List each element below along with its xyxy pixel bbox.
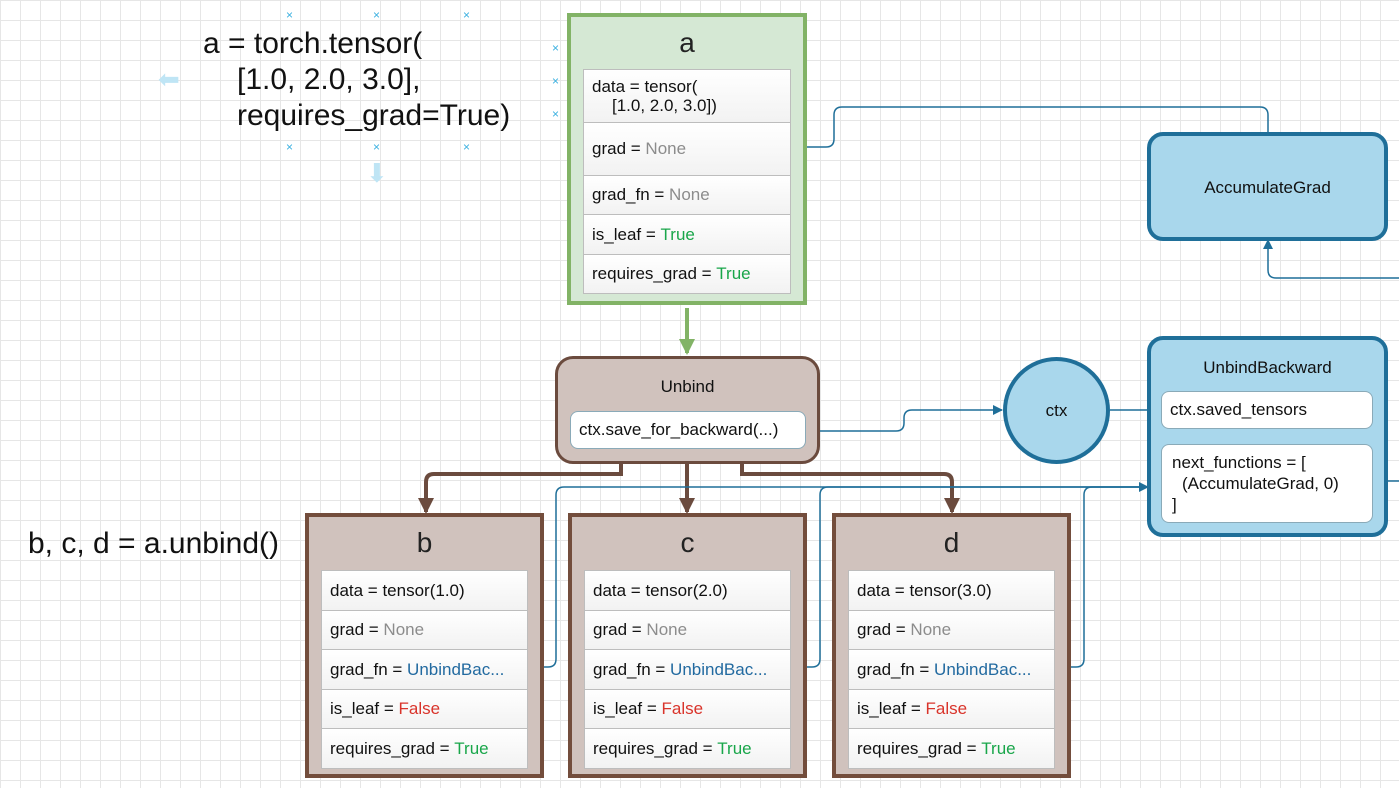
tensor-fields: data = tensor( [1.0, 2.0, 3.0]) grad = N…: [583, 69, 791, 294]
next-functions-field: next_functions = [ (AccumulateGrad, 0) ]: [1161, 444, 1373, 523]
unbind-op-node[interactable]: Unbind ctx.save_for_backward(...): [555, 356, 820, 464]
code-line: [1.0, 2.0, 3.0],: [237, 63, 421, 96]
tensor-title: c: [680, 527, 695, 558]
data-field: data = tensor( [1.0, 2.0, 3.0]): [584, 70, 790, 123]
node-title: UnbindBackward: [1203, 358, 1332, 377]
grad-field: grad = None: [849, 611, 1054, 650]
tensor-d-node[interactable]: d data = tensor(3.0) grad = None grad_fn…: [832, 513, 1071, 778]
unbind-backward-node[interactable]: UnbindBackward ctx.saved_tensors next_fu…: [1147, 336, 1388, 537]
tensor-title: b: [416, 527, 433, 558]
grad-fn-field: grad_fn = UnbindBac...: [585, 650, 790, 690]
arrow-down-icon[interactable]: ⬇: [366, 158, 388, 188]
data-field: data = tensor(3.0): [849, 571, 1054, 611]
tensor-a-node[interactable]: a data = tensor( [1.0, 2.0, 3.0]) grad =…: [567, 13, 807, 305]
is-leaf-field: is_leaf = False: [322, 690, 527, 729]
handle[interactable]: ×: [463, 140, 471, 154]
grad-field: grad = None: [322, 611, 527, 650]
tensor-title: a: [679, 27, 695, 58]
op-title: Unbind: [660, 377, 715, 396]
link-d-gradfn: [1058, 486, 1148, 668]
data-field: data = tensor(2.0): [585, 571, 790, 611]
tensor-fields: data = tensor(2.0) grad = None grad_fn =…: [584, 570, 791, 769]
accumulate-grad-node[interactable]: AccumulateGrad: [1147, 132, 1388, 241]
is-leaf-field: is_leaf = True: [584, 215, 790, 255]
tensor-fields: data = tensor(3.0) grad = None grad_fn =…: [848, 570, 1055, 769]
grad-field: grad = None: [585, 611, 790, 650]
handle[interactable]: ×: [373, 8, 381, 22]
requires-grad-field: requires_grad = True: [584, 255, 790, 293]
is-leaf-field: is_leaf = False: [585, 690, 790, 729]
grad-field: grad = None: [584, 123, 790, 176]
handle[interactable]: ×: [552, 74, 560, 88]
arrow-unbind-to-d: [740, 463, 960, 514]
grad-fn-field: grad_fn = UnbindBac...: [849, 650, 1054, 690]
tensor-c-node[interactable]: c data = tensor(2.0) grad = None grad_fn…: [568, 513, 807, 778]
requires-grad-field: requires_grad = True: [849, 729, 1054, 768]
saved-tensors-field: ctx.saved_tensors: [1161, 391, 1373, 429]
tensor-title: d: [943, 527, 960, 558]
handle[interactable]: ×: [286, 140, 294, 154]
node-label: AccumulateGrad: [1204, 178, 1331, 197]
handle[interactable]: ×: [552, 107, 560, 121]
handle[interactable]: ×: [552, 41, 560, 55]
tensor-b-node[interactable]: b data = tensor(1.0) grad = None grad_fn…: [305, 513, 544, 778]
requires-grad-field: requires_grad = True: [585, 729, 790, 768]
link-nextfn-to-accumulategrad: [1263, 239, 1399, 279]
ctx-label: ctx: [1045, 400, 1068, 420]
arrow-unbind-to-b: [418, 463, 623, 514]
code-line: requires_grad=True): [237, 99, 511, 132]
data-field: data = tensor(1.0): [322, 571, 527, 611]
handle[interactable]: ×: [286, 8, 294, 22]
handle[interactable]: ×: [373, 140, 381, 154]
code-line: a = torch.tensor(: [203, 27, 423, 60]
is-leaf-field: is_leaf = False: [849, 690, 1054, 729]
handle[interactable]: ×: [463, 8, 471, 22]
requires-grad-field: requires_grad = True: [322, 729, 527, 768]
code-line: b, c, d = a.unbind(): [28, 527, 279, 560]
save-for-backward-call: ctx.save_for_backward(...): [570, 411, 806, 449]
ctx-node[interactable]: ctx: [1003, 357, 1110, 464]
arrow-left-icon[interactable]: ⬅: [158, 64, 180, 94]
grad-fn-field: grad_fn = UnbindBac...: [322, 650, 527, 690]
tensor-fields: data = tensor(1.0) grad = None grad_fn =…: [321, 570, 528, 769]
grad-fn-field: grad_fn = None: [584, 176, 790, 215]
arrow-unbind-to-ctx: [806, 405, 1003, 432]
